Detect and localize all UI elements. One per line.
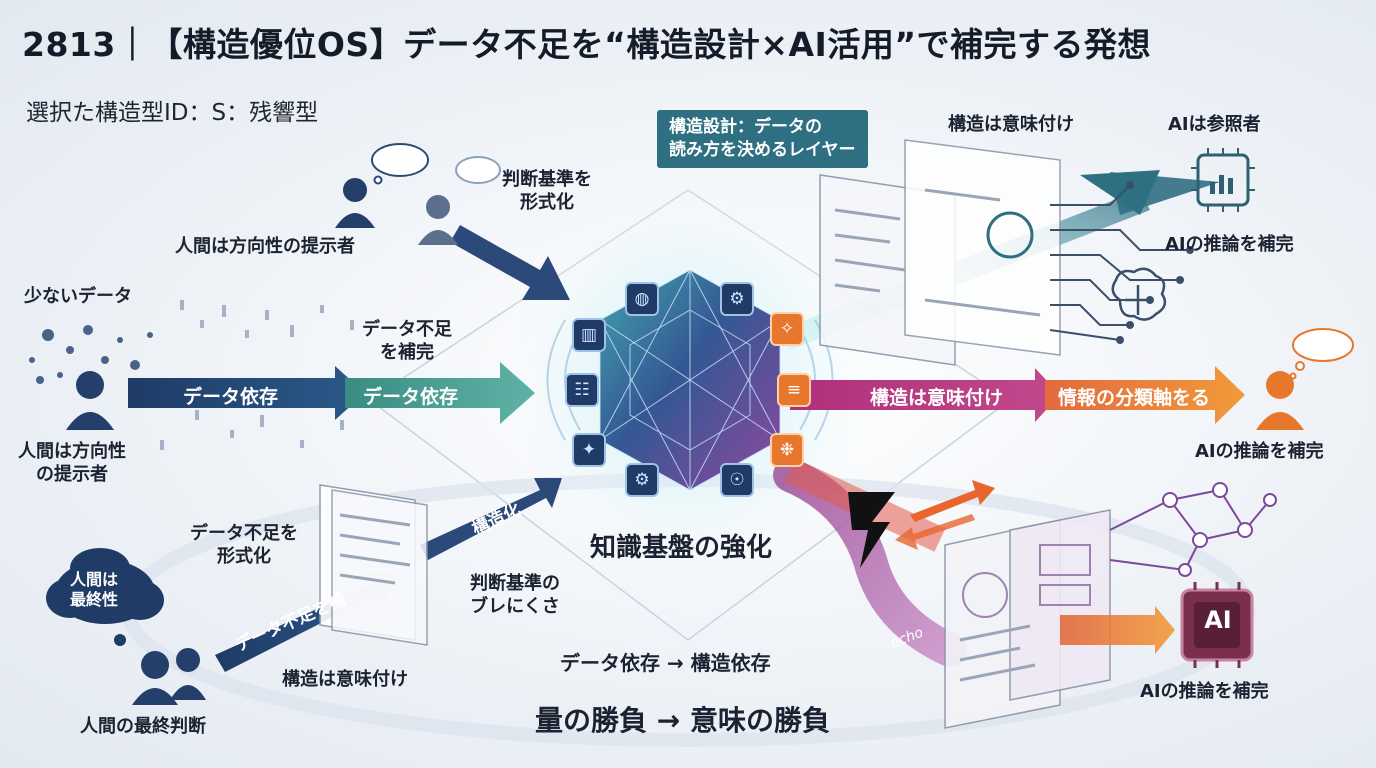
label-human-direction-top: 人間は方向性の提示者 <box>175 236 355 257</box>
people-icon: ☷ <box>565 373 599 407</box>
label-data-shortage-formalize: データ不足を 形式化 <box>190 523 298 568</box>
label-structure-meaning-bottom: 構造は意味付け <box>282 669 408 690</box>
label-structure-meaning-top: 構造は意味付け <box>948 114 1074 135</box>
list-icon: ≡ <box>777 373 811 407</box>
page-subtitle: 選択た構造型ID：S：残響型 <box>26 100 319 126</box>
label-judgment-criteria-blur: 判断基準の ブレにくさ <box>470 573 560 618</box>
label-ai-reference: AIは参照者 <box>1168 114 1261 135</box>
compass-icon: ✦ <box>572 433 606 467</box>
arrow-label-structure-meaning: 構造は意味付け <box>870 387 1004 409</box>
label-ai-reasoning-mid: AIの推論を補完 <box>1195 441 1324 462</box>
network-icon: ✧ <box>770 312 804 346</box>
label-human-final-judgment: 人間の最終判断 <box>80 716 206 737</box>
label-human-direction-left: 人間は方向性 の提示者 <box>18 441 126 486</box>
gear-icon: ⚙ <box>720 282 754 316</box>
label-ai-reasoning-top: AIの推論を補完 <box>1165 234 1294 255</box>
chart-icon: ▥ <box>572 318 606 352</box>
arrow-label-data-dependence-1: データ依存 <box>183 386 279 408</box>
label-judgment-criteria-top: 判断基準を 形式化 <box>502 169 592 214</box>
settings-icon: ⚙ <box>625 463 659 497</box>
label-few-data: 少ないデータ <box>24 286 132 307</box>
label-ai-reasoning-bottom: AIの推論を補完 <box>1140 681 1269 702</box>
label-quantity-to-meaning: 量の勝負 → 意味の勝負 <box>535 704 830 737</box>
arrow-label-data-dependence-2: データ依存 <box>363 386 459 408</box>
brain-icon: ☉ <box>720 463 754 497</box>
label-human-final-bubble: 人間は 最終性 <box>70 570 119 609</box>
nodes-icon: ❉ <box>770 433 804 467</box>
callout-structure-design: 構造設計：データの 読み方を決めるレイヤー <box>657 110 868 168</box>
label-knowledge-base: 知識基盤の強化 <box>590 533 773 563</box>
globe-icon: ◍ <box>625 282 659 316</box>
page-title: 2813｜【構造優位OS】データ不足を“構造設計×AI活用”で補完する発想 <box>22 25 1152 64</box>
arrow-label-classification-axis: 情報の分類軸をる <box>1058 387 1211 409</box>
label-data-shortage-fill: データ不足 を補完 <box>362 319 452 364</box>
label-data-to-structure: データ依存 → 構造依存 <box>560 651 771 675</box>
ai-chip-label: AI <box>1204 606 1232 634</box>
